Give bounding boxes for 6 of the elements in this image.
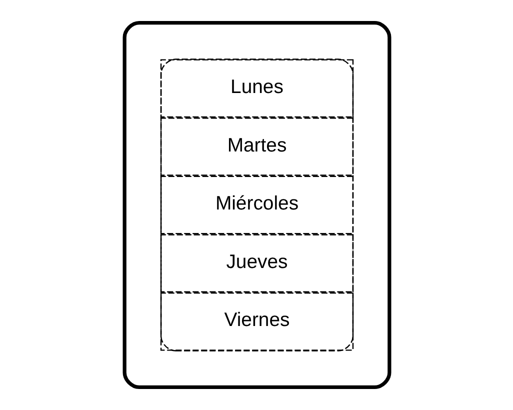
node-box: Miércoles: [160, 176, 354, 234]
node-box: Martes: [160, 118, 354, 176]
node-box: Jueves: [160, 234, 354, 292]
cluster: [122, 20, 391, 390]
node-box: Viernes: [160, 292, 354, 351]
node-box: Lunes: [160, 59, 354, 118]
